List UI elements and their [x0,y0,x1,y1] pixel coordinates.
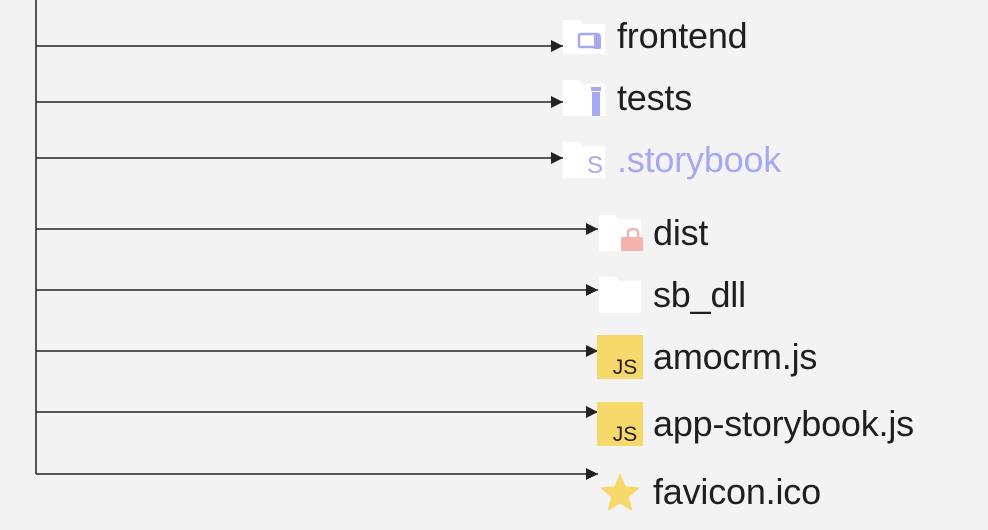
tree-item-label: dist [653,212,709,253]
folder-storybook-icon: S [561,138,607,182]
tree-item-label: favicon.ico [653,471,821,512]
star-icon [597,470,643,514]
javascript-file-icon: JS [597,402,643,446]
folder-dist-icon [597,211,643,255]
svg-text:JS: JS [613,356,638,379]
folder-frontend-icon [561,14,607,58]
tree-item-tests[interactable]: tests [561,76,692,120]
tree-item-label: app-storybook.js [653,403,914,444]
folder-tests-icon [561,76,607,120]
tree-item-frontend[interactable]: frontend [561,14,748,58]
svg-text:JS: JS [613,423,638,446]
tree-item-favicon-ico[interactable]: favicon.ico [597,470,821,514]
tree-item-label: .storybook [617,139,782,180]
tree-item-amocrm-js[interactable]: JS amocrm.js [597,335,817,379]
tree-item-sb-dll[interactable]: sb_dll [597,273,746,317]
tree-item-label: frontend [617,15,748,56]
tree-item-app-storybook-js[interactable]: JS app-storybook.js [597,402,914,446]
tree-item-label: tests [617,77,693,118]
tree-item-storybook[interactable]: S .storybook [561,138,781,182]
svg-text:S: S [587,152,603,179]
javascript-file-icon: JS [597,335,643,379]
tree-item-label: sb_dll [653,274,746,315]
tree-item-dist[interactable]: dist [597,211,708,255]
tree-item-label: amocrm.js [653,336,818,377]
folder-icon [597,273,643,317]
